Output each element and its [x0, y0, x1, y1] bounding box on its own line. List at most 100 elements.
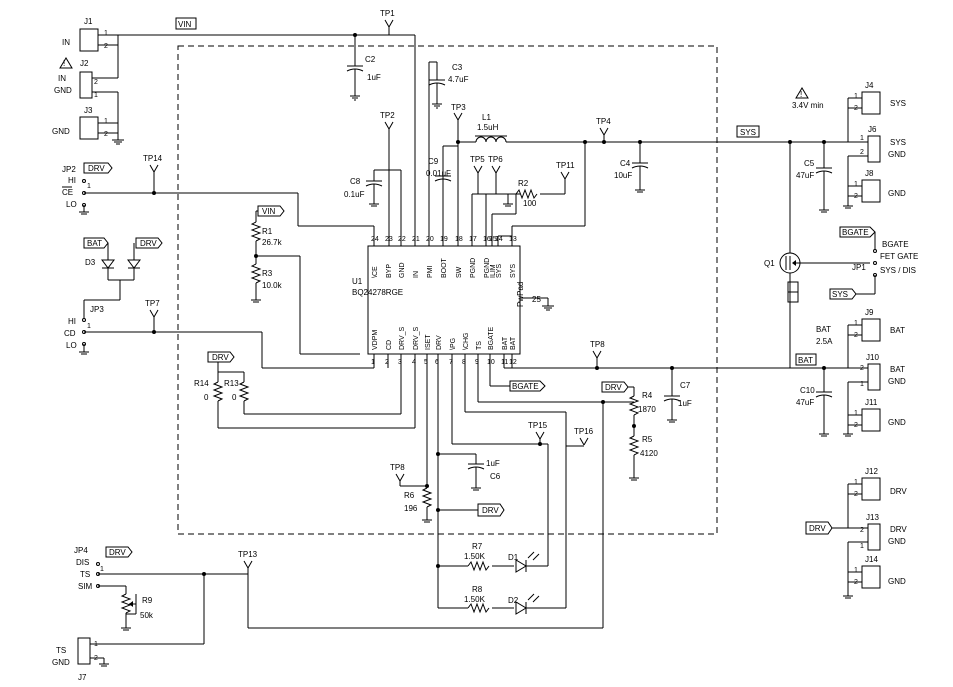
- cap-c10: C10 47uF: [796, 368, 833, 437]
- c3-value: 4.7uF: [448, 75, 469, 84]
- r5-ref: R5: [642, 435, 653, 444]
- d2-ref: D2: [508, 596, 519, 605]
- ic-pin-num: 10: [487, 359, 495, 366]
- r6-ref: R6: [404, 491, 415, 500]
- resistor-r6: R6 196: [404, 487, 433, 523]
- c8-ref: C8: [350, 177, 361, 186]
- bat-rating: 2.5A: [816, 337, 833, 346]
- l1-value: 1.5uH: [477, 123, 499, 132]
- warning-sys: ! 3.4V min: [792, 87, 824, 110]
- tp14-label: TP14: [143, 154, 163, 163]
- j12-ref: J12: [865, 467, 878, 476]
- led-d1: D1: [508, 551, 548, 573]
- j10-label-bottom: GND: [888, 377, 906, 386]
- r2-value: 100: [523, 199, 537, 208]
- ic-pin-name: \CHG: [463, 333, 470, 351]
- j7-ref: J7: [78, 673, 87, 682]
- j9-label: BAT: [890, 326, 905, 335]
- testpoint-tp7: TP7: [145, 299, 160, 332]
- ic-pin-name: BAT: [502, 336, 509, 350]
- ic-pin-name: PGND: [484, 258, 491, 278]
- ic-pin-name: \PG: [450, 338, 457, 350]
- ic-u1: U1 BQ24278RGE 24\CE23BYP22GND21IN20PMI19…: [352, 236, 554, 366]
- jp1-mid: FET GATE: [880, 252, 918, 261]
- j3-ref: J3: [84, 106, 93, 115]
- ic-pin-num: 9: [475, 359, 479, 366]
- j13-label-bottom: GND: [888, 537, 906, 546]
- tp2-label: TP2: [380, 111, 395, 120]
- board-outline: [177, 45, 718, 535]
- jumper-jp4: JP4 DRV DIS TS SIM 1: [74, 546, 133, 591]
- jp4-bottom: SIM: [78, 582, 93, 591]
- resistor-r2: R2 100: [491, 179, 565, 246]
- ic-pin-name: PGND: [470, 258, 477, 278]
- tp7-label: TP7: [145, 299, 160, 308]
- c8-value: 0.1uF: [344, 190, 365, 199]
- c4-value: 10uF: [614, 171, 632, 180]
- jp3-pin1: 1: [87, 323, 91, 330]
- flag-vin-top: VIN: [175, 17, 197, 30]
- ic-pin-num: 15: [489, 236, 497, 243]
- j7-label-top: TS: [56, 646, 66, 655]
- j6-pin-top: 1: [860, 135, 864, 142]
- flag-bat-rail: BAT: [795, 353, 817, 366]
- ic-pin-num: 5: [424, 359, 428, 366]
- ic-pin-num: 17: [469, 236, 477, 243]
- flag-sys-jp1-label: SYS: [832, 290, 848, 299]
- ic-pin-name: ISET: [425, 334, 432, 350]
- diode-d3: [83, 243, 141, 318]
- led-d2: D2: [508, 593, 566, 615]
- flag-bat-d3-label: BAT: [87, 239, 102, 248]
- d1-ref: D1: [508, 553, 519, 562]
- j9-ref: J9: [865, 308, 874, 317]
- tp8-label: TP8: [590, 340, 605, 349]
- ic-pin-name: ILIM: [490, 264, 497, 278]
- j2-pin-top: 2: [94, 79, 98, 86]
- c7-ref: C7: [680, 381, 691, 390]
- flag-drv-r4-label: DRV: [605, 383, 622, 392]
- tp11-label: TP8: [390, 463, 405, 472]
- jumper-jp1: BGATE FET GATE JP1 SYS / DIS: [852, 240, 918, 277]
- c4-ref: C4: [620, 159, 631, 168]
- ic-pin-num: 8: [462, 359, 466, 366]
- sys-min-label: 3.4V min: [792, 101, 824, 110]
- c7-value: 1uF: [678, 399, 692, 408]
- r3-value: 10.0k: [262, 281, 283, 290]
- ic-pin-num: 7: [449, 359, 453, 366]
- resistor-r5: R5 4120: [628, 435, 658, 481]
- jp4-pin1: 1: [100, 566, 104, 573]
- ic-pwrpad-name: PwPad: [516, 282, 525, 307]
- l1-ref: L1: [482, 113, 491, 122]
- flag-bgate-ic: BGATE: [509, 380, 546, 392]
- j6-pin-bottom: 2: [860, 149, 864, 156]
- jp2-hi: HI: [68, 176, 76, 185]
- ic-ref: U1: [352, 277, 363, 286]
- ic-pin-num: 20: [426, 236, 434, 243]
- j13-pin-top: 2: [860, 527, 864, 534]
- ic-pin-name: GND: [399, 262, 406, 278]
- j4-label: SYS: [890, 99, 906, 108]
- j11-label: GND: [888, 418, 906, 427]
- j12-pin1: 1: [854, 479, 858, 486]
- r9-value: 50k: [140, 611, 154, 620]
- ic-pin-num: 12: [509, 359, 517, 366]
- connector-j7: TS GND 1 2 J7: [52, 637, 109, 682]
- ic-pin-name: DRV: [436, 335, 443, 350]
- j4-ref: J4: [865, 81, 874, 90]
- r9-ref: R9: [142, 596, 153, 605]
- flag-drv-j13: DRV: [805, 521, 833, 535]
- testpoint-tp8: TP7 TP8: [590, 340, 605, 368]
- c9-ref: C9: [428, 157, 439, 166]
- testpoint-tp13: TP13: [238, 550, 258, 628]
- warn-icon: !: [63, 59, 65, 68]
- flag-drv-jp4-label: DRV: [109, 548, 126, 557]
- jp4-top: DIS: [76, 558, 89, 567]
- jumper-jp3: JP3 HI CD LO 1: [64, 305, 104, 355]
- cap-c2: C2 1uF: [346, 35, 381, 101]
- jp2-lo: LO: [66, 200, 77, 209]
- flag-bgate-ic-label: BGATE: [512, 382, 539, 391]
- r4-value: 1870: [638, 405, 656, 414]
- ic-pin-name: SYS: [510, 264, 517, 278]
- flag-vin-r1-label: VIN: [262, 207, 276, 216]
- flag-drv-r13-label: DRV: [212, 353, 229, 362]
